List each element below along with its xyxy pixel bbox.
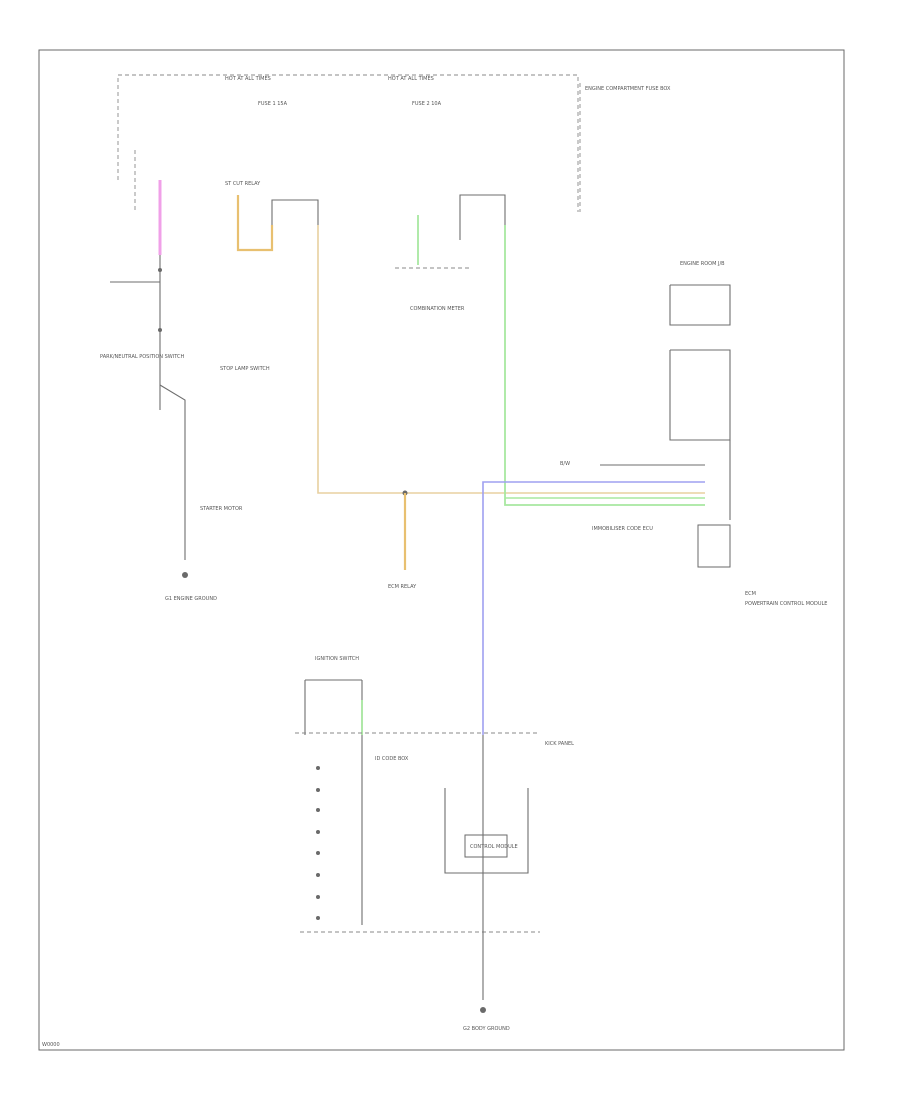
pin-p1: B/W — [560, 461, 570, 467]
control-module-box — [464, 834, 508, 858]
tan-wire — [317, 225, 705, 494]
control-module-label: CONTROL MODULE — [470, 844, 518, 850]
left-node-1 — [158, 268, 162, 272]
stop-relay-label: ST CUT RELAY — [225, 181, 261, 187]
hot-bus-outline — [117, 74, 579, 212]
ecm-middle-loop — [669, 349, 731, 441]
ecm-note: POWERTRAIN CONTROL MODULE — [745, 601, 827, 607]
relay-bridge — [271, 199, 319, 225]
footer-code: W0000 — [42, 1042, 60, 1048]
control-module-outline — [444, 788, 529, 874]
ignition-switch-label: IGNITION SWITCH — [315, 656, 359, 662]
ground-left-icon — [182, 572, 188, 578]
top-left-bus-label: HOT AT ALL TIMES — [225, 76, 271, 82]
immobiliser-label: IMMOBILISER CODE ECU — [592, 526, 653, 532]
id-code-box-label: ID CODE BOX — [375, 756, 409, 762]
green-long-wire — [504, 225, 705, 506]
fuse-box-note: ENGINE COMPARTMENT FUSE BOX — [585, 86, 671, 92]
combination-meter-label: COMBINATION METER — [410, 306, 465, 312]
ignition-switch-outline — [304, 679, 363, 735]
diagram-frame — [38, 49, 845, 1051]
top-mid-bus-label: HOT AT ALL TIMES — [388, 76, 434, 82]
engine-room-box-label: ENGINE ROOM J/B — [680, 261, 725, 267]
ecm-relay-bridge — [459, 194, 506, 240]
left-wire-lower — [159, 384, 186, 560]
kick-panel-label: KICK PANEL — [545, 741, 574, 747]
stop-lamp-label: STOP LAMP SWITCH — [220, 366, 270, 372]
ground-bottom-icon — [480, 1007, 486, 1013]
ecm-relay-label: ECM RELAY — [388, 584, 417, 590]
fuse-b-label: FUSE 2 10A — [412, 101, 442, 107]
blue-wire — [482, 481, 705, 735]
orange-relay-wire — [236, 195, 274, 252]
id-box-pins — [316, 766, 320, 920]
ground-bottom-label: G2 BODY GROUND — [463, 1026, 510, 1032]
left-node-2 — [158, 328, 162, 332]
ecm-label: ECM — [745, 591, 756, 597]
ecm-upper-loop — [669, 284, 731, 326]
ecm-box — [697, 524, 731, 568]
fuse-a-label: FUSE 1 15A — [258, 101, 288, 107]
ground-left-label: G1 ENGINE GROUND — [165, 596, 217, 602]
starter-label: STARTER MOTOR — [200, 506, 243, 512]
pnp-switch-label: PARK/NEUTRAL POSITION SWITCH — [100, 354, 184, 360]
